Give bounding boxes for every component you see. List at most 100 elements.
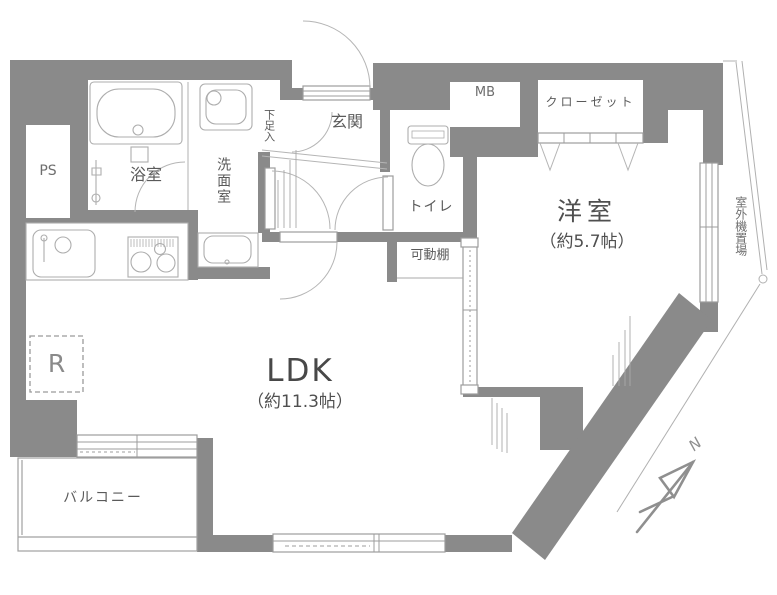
label-toilet: トイレ <box>408 199 454 215</box>
wall-diagonal <box>512 293 712 560</box>
wall-left <box>10 80 26 457</box>
toilet-tank-lid-icon <box>411 130 445 139</box>
label-refrigerator: R <box>47 348 66 378</box>
vanity-basin-icon <box>203 235 252 264</box>
mb-niche <box>450 82 520 127</box>
washroom-door-leaf <box>264 167 276 230</box>
outdoor-diagonal-lower <box>616 283 761 513</box>
stove-burner-left-icon <box>130 251 152 273</box>
ps-niche <box>26 125 70 218</box>
wall-hall-bottom-left <box>262 232 280 242</box>
washer-pan-icon <box>205 89 247 125</box>
wall-entry-right <box>373 63 458 110</box>
label-ldk-size: （約11.3帖） <box>247 392 353 412</box>
vanity-faucet-icon <box>224 259 230 265</box>
window-balcony-lines <box>77 435 197 457</box>
outdoor-unit-boundary <box>616 60 768 513</box>
toilet-door-leaf <box>382 175 394 231</box>
entrance-door-sill <box>302 85 371 101</box>
wall-door-jamb-left <box>280 62 292 90</box>
window-right <box>699 162 719 303</box>
shower-control-icon <box>91 193 101 203</box>
label-shoe-cabinet: 下足入 <box>262 109 276 142</box>
closet-folding-door-marks <box>539 142 639 172</box>
refrigerator-space-box <box>29 335 84 393</box>
outdoor-corner-joint <box>758 274 768 284</box>
label-entrance: 玄関 <box>330 112 363 131</box>
stove-burner-small-icon <box>153 242 167 256</box>
compass-icon <box>635 459 697 534</box>
label-ldk: LDK <box>266 353 334 389</box>
label-western-room: 洋室 <box>556 197 617 226</box>
window-bottom <box>272 533 446 553</box>
sliding-door-cap-bottom <box>460 384 479 395</box>
toilet-tank-icon <box>407 125 449 145</box>
kitchen-sink-icon <box>32 229 96 278</box>
wall-toilet-right <box>463 110 477 245</box>
entrance-door-arc <box>302 20 371 89</box>
compass-shaft <box>635 460 695 534</box>
wall-hall-bottom-right <box>337 232 475 242</box>
door-line-cluster-hall <box>277 150 297 228</box>
outdoor-diagonal-double <box>735 60 768 275</box>
bathroom-door-arc <box>134 161 186 213</box>
faucet-icon <box>40 234 48 242</box>
wall-closet-right <box>643 80 668 143</box>
wall-closet-top <box>538 63 643 80</box>
window-right-lines <box>700 163 718 302</box>
window-bottom-lines <box>273 534 445 552</box>
bathtub-drain-icon <box>132 124 144 136</box>
stove-burner-right-icon <box>156 253 176 273</box>
bathtub-icon <box>96 88 176 138</box>
label-western-room-size: （約5.7帖） <box>539 232 635 252</box>
ldk-door-sill <box>279 231 338 243</box>
fixtures <box>25 81 449 281</box>
label-outdoor-unit-space: 室外機置場 <box>733 196 748 256</box>
wall-toilet-left <box>380 110 390 172</box>
wall-balcony-corner <box>10 400 77 457</box>
wall-closet-left <box>520 63 538 153</box>
windows <box>76 85 719 553</box>
label-bathroom: 浴室 <box>129 165 162 184</box>
bath-counter <box>130 146 149 163</box>
wall-door-step-left <box>280 88 303 100</box>
compass-crossbar <box>638 495 674 514</box>
entrance-sill-lines <box>303 90 370 97</box>
detail-lines <box>187 82 631 453</box>
wall-top-band <box>10 60 292 80</box>
label-washroom: 洗面室 <box>215 157 232 205</box>
door-arcs <box>134 20 639 300</box>
sliding-door-cap-top <box>460 237 479 248</box>
stove-grill-icon <box>130 239 174 247</box>
ldk-door-arc <box>279 241 338 300</box>
wall-above-mb <box>450 63 523 82</box>
wall-bottom-left <box>213 535 273 552</box>
label-closet: クローゼット <box>545 95 636 109</box>
toilet-door-arc <box>334 176 389 231</box>
label-movable-shelf: 可動棚 <box>410 248 450 263</box>
balcony-rail <box>17 457 198 552</box>
washroom-door-arc <box>271 170 331 230</box>
label-ps: PS <box>39 163 57 180</box>
wall-right-upper <box>703 110 723 165</box>
wall-below-vanity <box>198 267 270 279</box>
wall-corner-chunk <box>540 387 583 450</box>
sink-drain-icon <box>54 236 72 254</box>
door-line-cluster-western <box>612 316 631 386</box>
wall-western-room-bottom <box>463 387 540 397</box>
shoe-cabinet-door-arc <box>291 111 333 153</box>
washer-drain-icon <box>206 90 222 106</box>
label-balcony: バルコニー <box>63 490 143 506</box>
compass-arrowhead <box>658 459 697 500</box>
window-details <box>77 90 718 552</box>
wall-shelf-left <box>387 242 397 282</box>
entrance-step-lines <box>261 149 388 170</box>
wall-balcony-right <box>197 438 213 552</box>
balcony-outline <box>17 457 198 552</box>
shower-mixer-icon <box>91 160 102 205</box>
wall-bottom-right <box>445 535 512 552</box>
door-line-cluster-ldk <box>491 398 508 453</box>
washer-pan-outline <box>199 83 253 131</box>
